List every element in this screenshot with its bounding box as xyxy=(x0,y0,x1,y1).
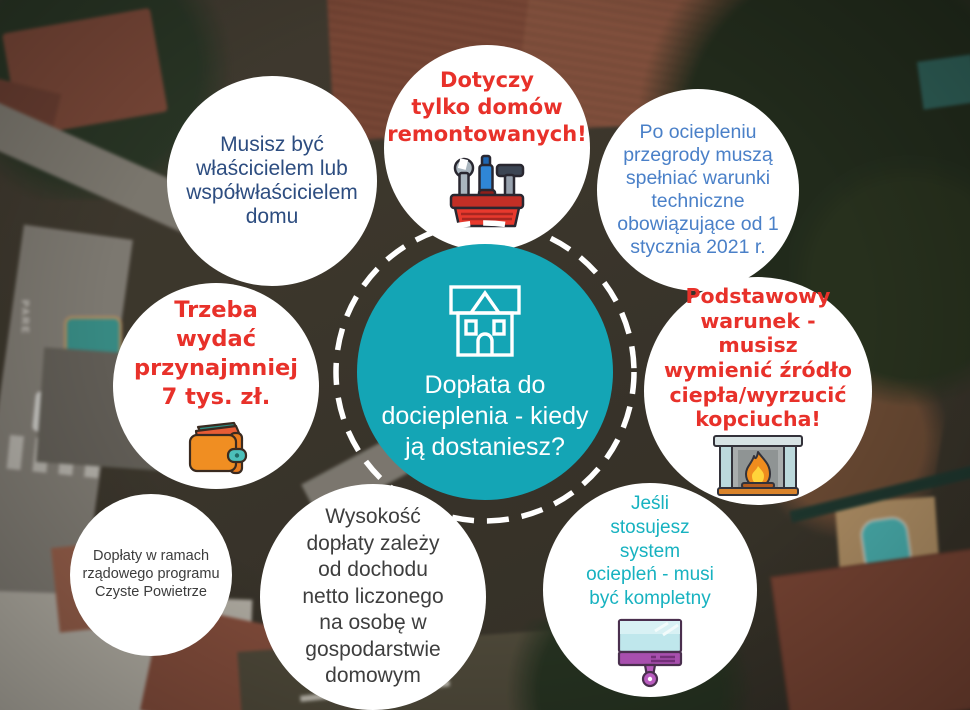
bubble-renovated-only: Dotyczy tylko domów remontowanych! xyxy=(384,45,590,251)
dashed-ring xyxy=(333,220,637,524)
bubble-heat-source: Podstawowy warunek - musisz wymienić źró… xyxy=(644,277,872,505)
squeegee-icon xyxy=(617,619,683,688)
fireplace-icon xyxy=(713,434,803,496)
bubble-insulation-system: Jeśli stosujesz system ociepleń - musi b… xyxy=(543,483,757,697)
bubble-program: Dopłaty w ramach rządowego programu Czys… xyxy=(70,494,232,656)
bubble-minimum-spend-text: Trzeba wydać przynajmniej 7 tys. zł. xyxy=(133,296,299,411)
bubble-insulation-system-text: Jeśli stosujesz system ociepleń - musi b… xyxy=(586,492,714,610)
toolbox-icon xyxy=(449,155,525,228)
bubble-program-text: Dopłaty w ramach rządowego programu Czys… xyxy=(82,548,220,600)
center-circle: Dopłata do docieplenia - kiedy ją dostan… xyxy=(357,244,613,500)
center-title: Dopłata do docieplenia - kiedy ją dostan… xyxy=(381,370,589,461)
bubble-ownership-text: Musisz być właścicielem lub współwłaścic… xyxy=(186,132,358,229)
house-icon xyxy=(449,284,521,357)
wallet-icon xyxy=(188,421,248,474)
bubble-heat-source-text: Podstawowy warunek - musisz wymienić źró… xyxy=(664,284,852,432)
bubble-renovated-text: Dotyczy tylko domów remontowanych! xyxy=(387,67,587,147)
bubble-technical-text: Po ociepleniu przegrody muszą spełniać w… xyxy=(617,121,779,258)
bubble-ownership: Musisz być właścicielem lub współwłaścic… xyxy=(167,76,377,286)
bubble-minimum-spend: Trzeba wydać przynajmniej 7 tys. zł. xyxy=(113,283,319,489)
bubble-technical-conditions: Po ociepleniu przegrody muszą spełniać w… xyxy=(597,89,799,291)
bubble-income-text: Wysokość dopłaty zależy od dochodu netto… xyxy=(302,505,444,688)
bubble-income: Wysokość dopłaty zależy od dochodu netto… xyxy=(260,484,486,710)
